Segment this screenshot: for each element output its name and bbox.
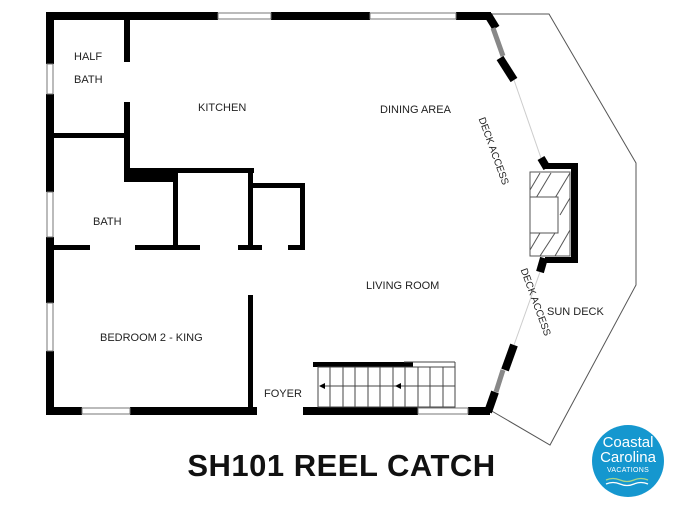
logo-line-1: Coastal bbox=[602, 434, 654, 451]
room-label-foyer: FOYER bbox=[264, 388, 302, 400]
room-label-sun-deck: SUN DECK bbox=[547, 306, 604, 318]
logo-line-2: Carolina bbox=[600, 449, 656, 466]
room-label-half-bath-1: HALF bbox=[74, 51, 103, 63]
room-label-half-bath-2: BATH bbox=[74, 74, 103, 86]
room-label-dining-area: DINING AREA bbox=[380, 104, 451, 116]
logo-line-3: VACATIONS bbox=[606, 467, 650, 474]
room-label-bath: BATH bbox=[93, 216, 122, 228]
room-label-bedroom-2: BEDROOM 2 - KING bbox=[100, 332, 203, 344]
company-logo: Coastal Carolina VACATIONS bbox=[592, 425, 664, 497]
room-label-kitchen: KITCHEN bbox=[198, 102, 247, 114]
property-title: SH101 REEL CATCH bbox=[187, 448, 496, 483]
room-label-living-room: LIVING ROOM bbox=[366, 280, 440, 292]
wave-icon bbox=[605, 477, 649, 487]
staircase bbox=[317, 361, 456, 408]
sun-deck-outline bbox=[489, 13, 637, 446]
